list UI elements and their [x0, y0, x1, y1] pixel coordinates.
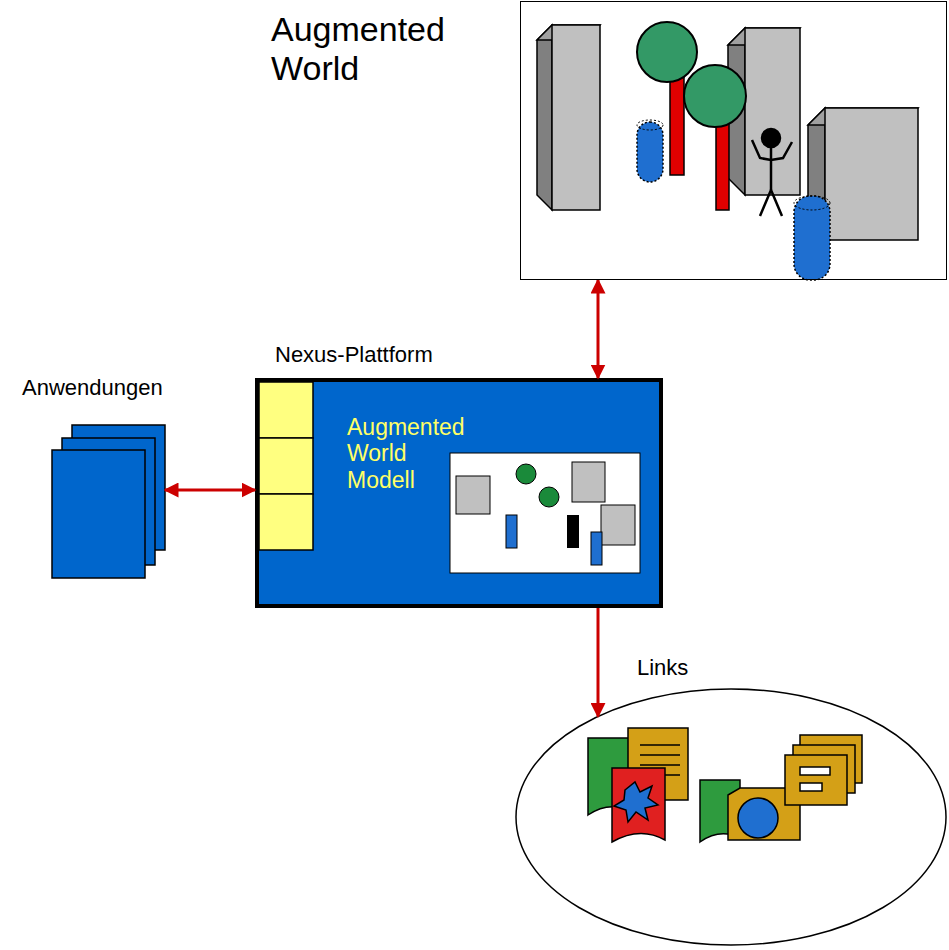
links-ellipse	[516, 689, 946, 945]
connector-arrow	[165, 489, 255, 492]
world-model-map	[450, 453, 640, 573]
city-scene	[537, 22, 918, 280]
links-box: Links	[516, 689, 946, 945]
platform-box: Nexus-PlattformAugmented World Modell	[255, 378, 663, 608]
platform-heading: Nexus-Plattform	[275, 342, 495, 367]
connector-arrow	[597, 608, 600, 716]
document-icons	[588, 728, 862, 842]
interface-slots	[259, 382, 313, 550]
platform-body	[257, 380, 661, 606]
model-label: Augmented World Modell	[347, 414, 467, 493]
links-heading: Links	[637, 655, 757, 680]
world-box: Augmented World	[520, 1, 947, 280]
application-stack	[52, 425, 165, 578]
applications-heading: Anwendungen	[22, 375, 222, 400]
connector-arrow	[597, 280, 600, 378]
application-box: Anwendungen	[52, 425, 165, 578]
world-heading: Augmented World	[271, 10, 491, 88]
